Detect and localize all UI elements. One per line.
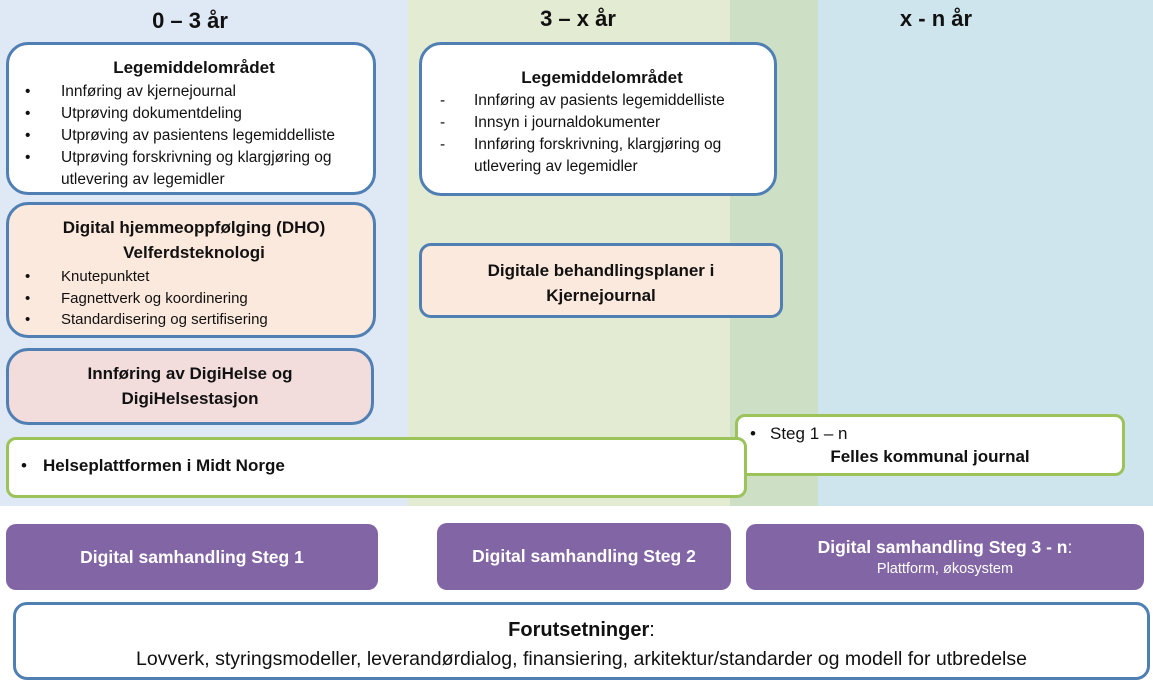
felles-step: Steg 1 – n	[770, 424, 848, 443]
samhandling-steg-2: Digital samhandling Steg 2	[437, 523, 731, 590]
dho-box: Digital hjemmeoppfølging (DHO) Velferdst…	[6, 202, 376, 338]
behandlingsplaner-box: Digitale behandlingsplaner i Kjernejourn…	[419, 243, 783, 318]
behandlingsplaner-line1: Digitale behandlingsplaner i	[487, 261, 715, 280]
legemiddel-list: •Innføring av kjernejournal •Utprøving d…	[25, 81, 363, 191]
legemiddel-title-3-x: Legemiddelområdet	[521, 68, 683, 87]
digihelse-line1: Innføring av DigiHelse og	[87, 364, 293, 383]
legemiddel-title: Legemiddelområdet	[113, 58, 275, 77]
helseplattformen-label: Helseplattformen i Midt Norge	[43, 456, 285, 475]
digihelse-line2: DigiHelsestasjon	[121, 389, 259, 408]
dho-list: •Knutepunktet •Fagnettverk og koordineri…	[25, 266, 363, 331]
samhandling-steg-3-n: Digital samhandling Steg 3 - n: Plattfor…	[746, 524, 1144, 590]
dho-title-line2: Velferdsteknologi	[123, 243, 265, 262]
felles-title: Felles kommunal journal	[830, 447, 1030, 466]
helseplattformen-box: •Helseplattformen i Midt Norge	[6, 437, 747, 498]
legemiddel-list-3-x: -Innføring av pasients legemiddelliste -…	[440, 90, 764, 178]
list-item: •Innføring av kjernejournal	[25, 83, 236, 100]
phase-title-0-3: 0 – 3 år	[152, 8, 228, 33]
list-item: •Fagnettverk og koordinering	[25, 289, 248, 307]
digihelse-box: Innføring av DigiHelse og DigiHelsestasj…	[6, 348, 374, 425]
felles-kommunal-journal-box: •Steg 1 – n Felles kommunal journal	[735, 414, 1125, 476]
list-item: •Utprøving av pasientens legemiddelliste	[25, 127, 335, 144]
phase-title-x-n: x - n år	[899, 6, 973, 31]
list-item: -Innføring forskrivning, klargjøring og …	[440, 136, 722, 175]
list-item: -Innføring av pasients legemiddelliste	[440, 92, 725, 109]
behandlingsplaner-line2: Kjernejournal	[546, 286, 656, 305]
legemiddel-box-3-x: Legemiddelområdet -Innføring av pasients…	[419, 42, 777, 196]
forutsetninger-title: Forutsetninger	[508, 619, 650, 641]
samhandling-steg-3-sub: Plattform, økosystem	[876, 561, 1014, 577]
samhandling-steg-3-label: Digital samhandling Steg 3 - n	[817, 537, 1068, 557]
samhandling-steg-1: Digital samhandling Steg 1	[6, 524, 378, 590]
list-item: •Knutepunktet	[25, 268, 150, 285]
list-item: •Utprøving dokumentdeling	[25, 105, 242, 122]
forutsetninger-text: Lovverk, styringsmodeller, leverandørdia…	[136, 648, 1027, 670]
dho-title-line1: Digital hjemmeoppfølging (DHO)	[62, 218, 326, 237]
list-item: •Standardisering og sertifisering	[25, 311, 268, 328]
forutsetninger-box: Forutsetninger: Lovverk, styringsmodelle…	[13, 602, 1150, 680]
list-item: •Utprøving forskrivning og klargjøring o…	[25, 149, 332, 188]
felles-step-line: •Steg 1 – n	[750, 424, 848, 443]
phase-title-3-x: 3 – x år	[540, 6, 616, 31]
legemiddel-box-0-3: Legemiddelområdet •Innføring av kjernejo…	[6, 42, 376, 195]
list-item: -Innsyn i journaldokumenter	[440, 114, 661, 131]
